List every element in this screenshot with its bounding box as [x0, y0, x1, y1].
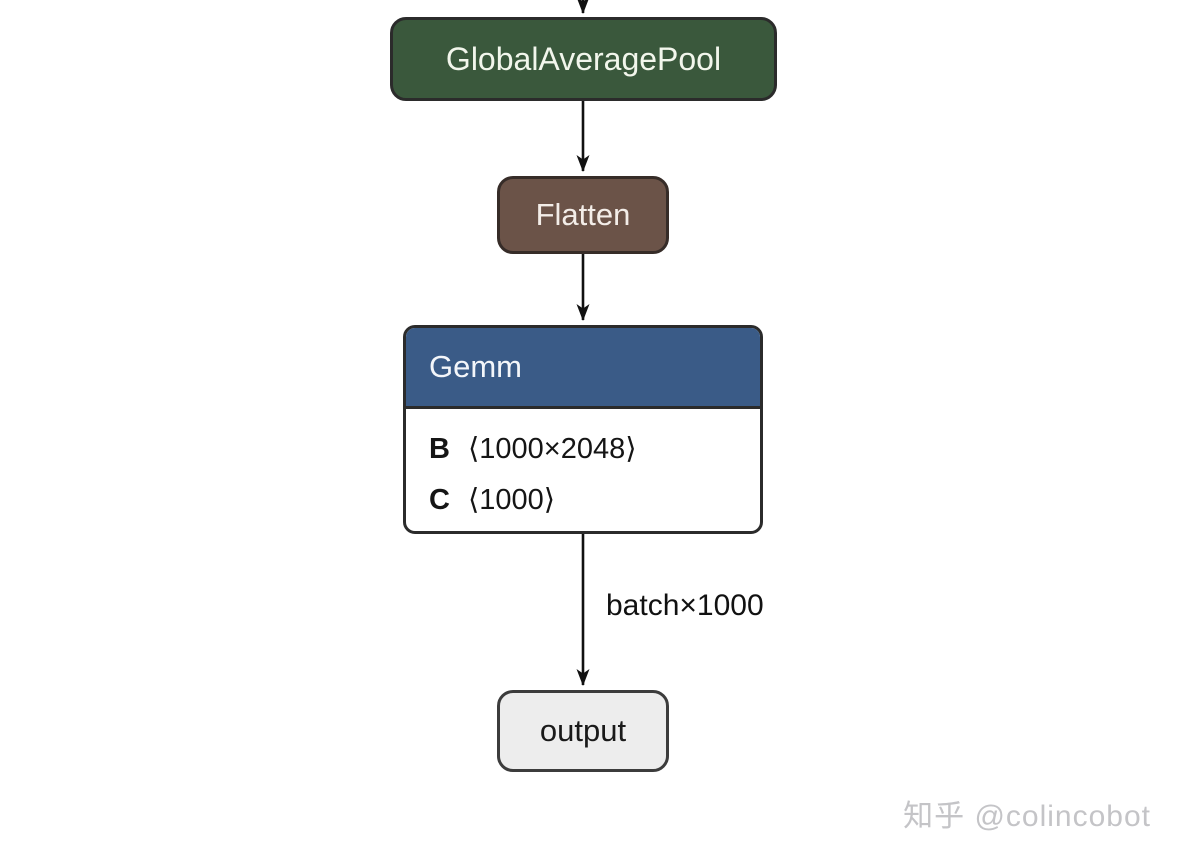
node-gemm-header[interactable]: Gemm — [406, 328, 760, 409]
gemm-param-row-b: B ⟨1000×2048⟩ — [429, 431, 737, 466]
node-globalaveragepool[interactable]: GlobalAveragePool — [390, 17, 777, 101]
node-output[interactable]: output — [497, 690, 669, 772]
node-flatten[interactable]: Flatten — [497, 176, 669, 254]
gemm-param-shape-b: ⟨1000×2048⟩ — [467, 433, 637, 465]
edge-shape-label: batch×1000 — [606, 589, 764, 622]
watermark: 知乎 @colincobot — [903, 800, 1151, 833]
node-output-label: output — [539, 713, 627, 748]
node-gemm[interactable]: Gemm B ⟨1000×2048⟩ C ⟨1000⟩ — [403, 325, 763, 534]
gemm-param-name-b: B — [429, 433, 450, 465]
node-gemm-title: Gemm — [429, 349, 522, 384]
node-gemm-body: B ⟨1000×2048⟩ C ⟨1000⟩ — [406, 409, 760, 517]
gemm-param-row-c: C ⟨1000⟩ — [429, 482, 737, 517]
gemm-param-name-c: C — [429, 484, 450, 516]
node-globalaveragepool-label: GlobalAveragePool — [445, 40, 722, 77]
node-flatten-label: Flatten — [535, 197, 631, 232]
gemm-param-shape-c: ⟨1000⟩ — [467, 484, 556, 516]
